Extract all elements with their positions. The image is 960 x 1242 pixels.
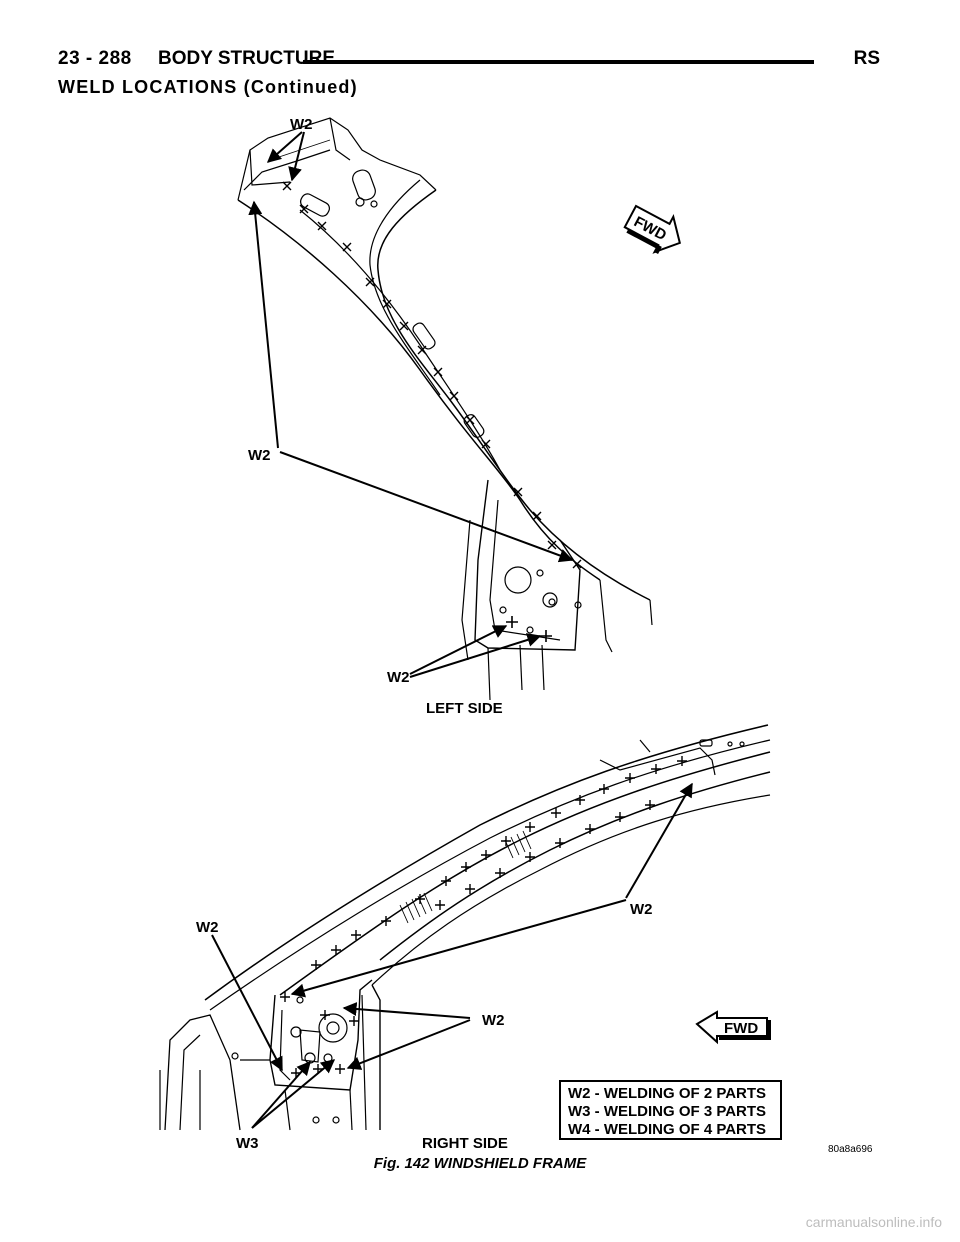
left-callout-w2-bottom: W2 bbox=[387, 669, 410, 686]
model-code: RS bbox=[853, 48, 880, 69]
left-side-illustration bbox=[237, 117, 653, 701]
right-side-illustration bbox=[159, 724, 771, 1131]
left-callout-w2-top: W2 bbox=[290, 116, 313, 133]
watermark: carmanualsonline.info bbox=[805, 1214, 942, 1230]
figure-caption: Fig. 142 WINDSHIELD FRAME bbox=[373, 1155, 587, 1172]
weld-legend: W2 - WELDING OF 2 PARTS W3 - WELDING OF … bbox=[559, 1080, 782, 1140]
left-side-caption: LEFT SIDE bbox=[426, 700, 503, 717]
right-fwd-label: FWD bbox=[724, 1020, 758, 1037]
left-fwd-arrow-icon: FWD bbox=[623, 204, 681, 254]
header-rule bbox=[303, 60, 814, 64]
right-callout-w2-upper: W2 bbox=[630, 901, 653, 918]
legend-item-w2: W2 - WELDING OF 2 PARTS bbox=[568, 1085, 766, 1102]
page-number: 23 - 288 bbox=[58, 48, 132, 69]
right-callout-w3: W3 bbox=[236, 1135, 259, 1152]
page-header: 23 - 288 BODY STRUCTURE RS bbox=[58, 44, 880, 74]
left-callout-arrows bbox=[248, 131, 574, 678]
right-callout-w2-lower: W2 bbox=[482, 1012, 505, 1029]
left-callout-w2-mid: W2 bbox=[248, 447, 271, 464]
right-side-caption: RIGHT SIDE bbox=[422, 1135, 508, 1152]
legend-item-w4: W4 - WELDING OF 4 PARTS bbox=[568, 1121, 766, 1138]
right-callout-w2-left: W2 bbox=[196, 919, 219, 936]
right-callout-arrows bbox=[211, 782, 693, 1129]
legend-item-w3: W3 - WELDING OF 3 PARTS bbox=[568, 1103, 766, 1120]
right-fwd-arrow-icon: FWD bbox=[695, 1010, 771, 1045]
image-code: 80a8a696 bbox=[828, 1144, 873, 1155]
section-name: BODY STRUCTURE bbox=[158, 48, 335, 69]
section-title: WELD LOCATIONS (Continued) bbox=[58, 77, 358, 97]
